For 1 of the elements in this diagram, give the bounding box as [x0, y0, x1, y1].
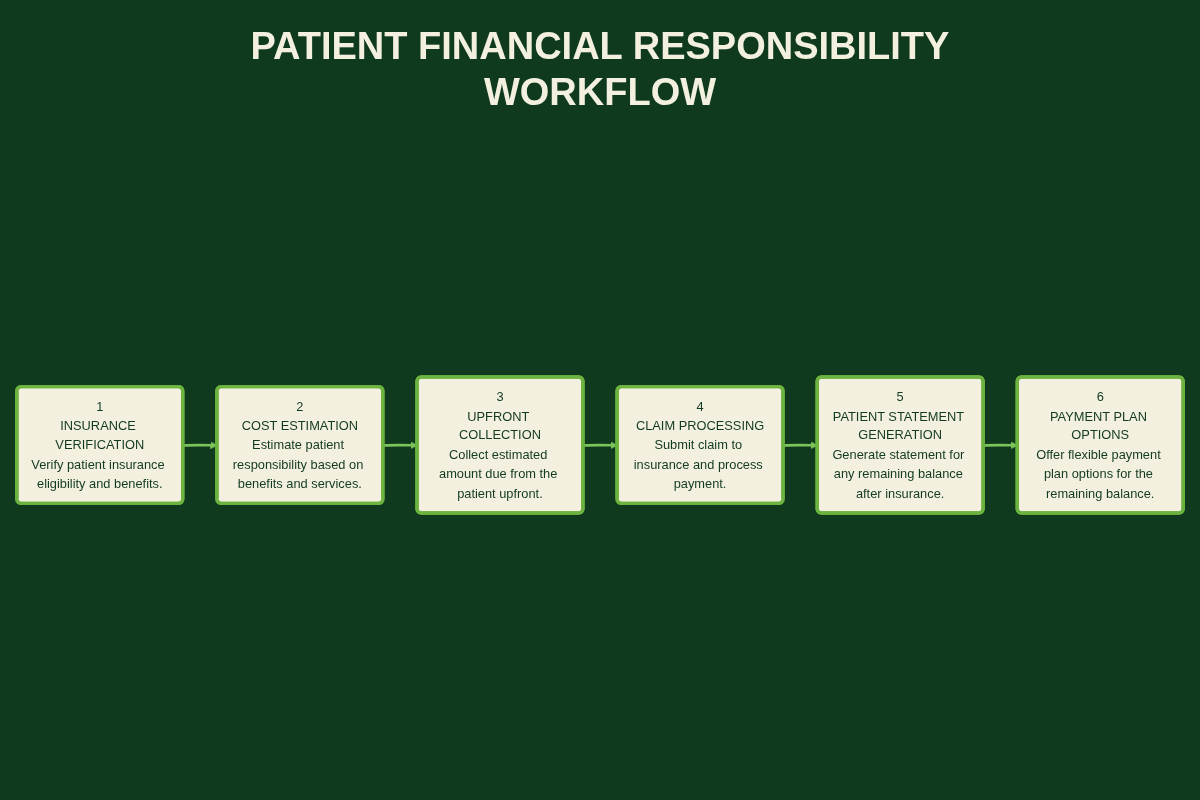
title: PATIENT FINANCIAL RESPONSIBILITY WORKFLOW	[249, 24, 951, 115]
